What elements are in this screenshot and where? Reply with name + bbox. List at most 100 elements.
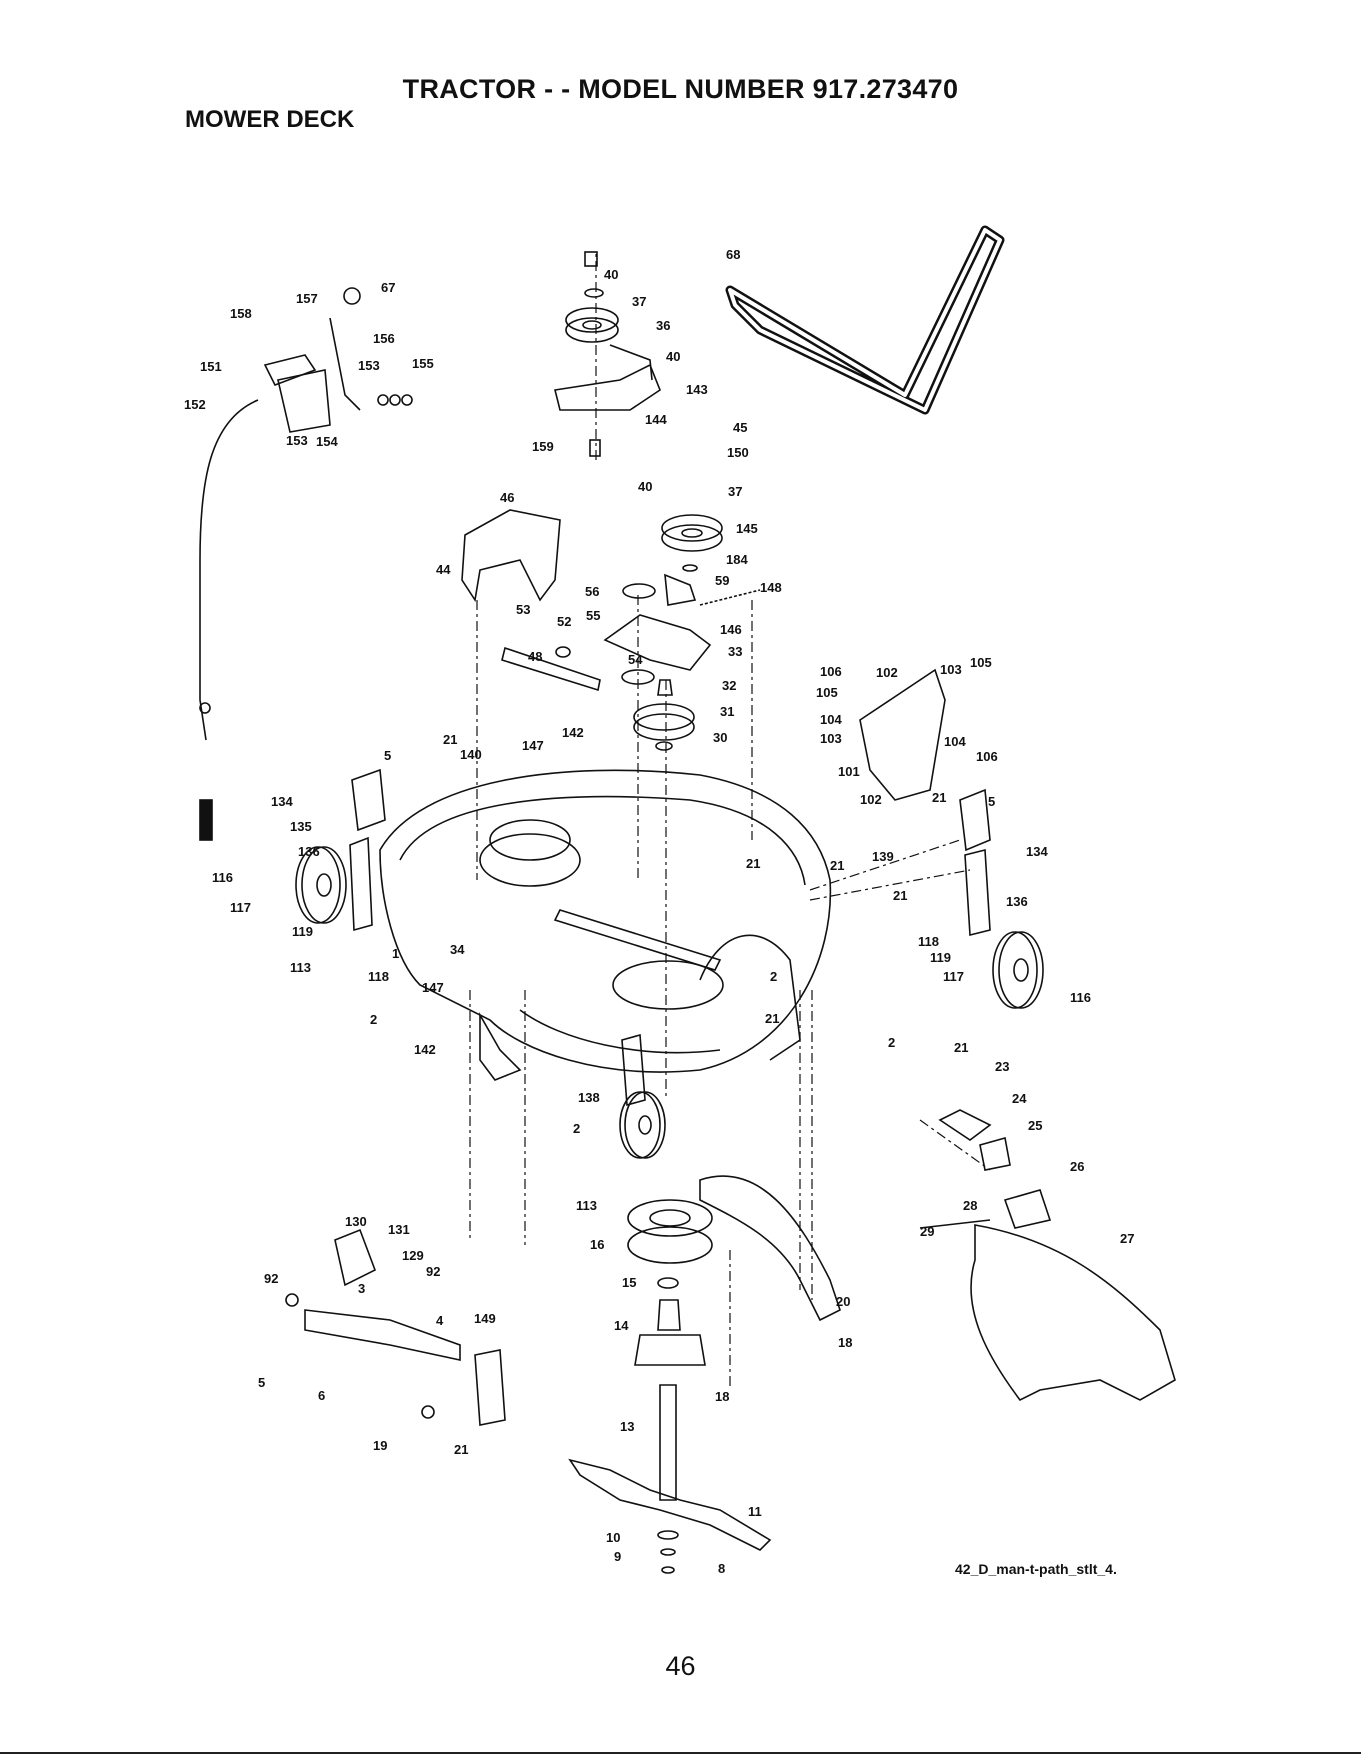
callout-label: 113 xyxy=(290,960,311,975)
callout-label: 140 xyxy=(460,747,482,762)
callout-label: 136 xyxy=(298,844,320,859)
blade-hardware xyxy=(657,1530,679,1574)
figure-reference-code: 42_D_man-t-path_stlt_4. xyxy=(955,1561,1117,1577)
stabilizer-bracket-part xyxy=(501,646,601,692)
callout-label: 117 xyxy=(230,900,251,915)
callout-label: 29 xyxy=(920,1224,934,1239)
callout-label: 116 xyxy=(212,870,233,885)
callout-label: 104 xyxy=(944,734,966,749)
belt-guard-left-part xyxy=(461,509,561,603)
callout-label: 5 xyxy=(384,748,391,763)
callout-label: 117 xyxy=(943,969,964,984)
callout-label: 13 xyxy=(620,1419,634,1434)
callout-label: 33 xyxy=(728,644,742,659)
callout-label: 184 xyxy=(726,552,748,567)
callout-label: 46 xyxy=(500,490,514,505)
callout-label: 15 xyxy=(622,1275,636,1290)
callout-label: 101 xyxy=(838,764,860,779)
callout-label: 2 xyxy=(888,1035,895,1050)
callout-label: 21 xyxy=(893,888,907,903)
callout-label: 92 xyxy=(264,1271,278,1286)
callout-label: 16 xyxy=(590,1237,604,1252)
lift-handle-linkage xyxy=(199,287,413,841)
callout-label: 21 xyxy=(443,732,457,747)
callout-label: 3 xyxy=(358,1281,365,1296)
callout-label: 40 xyxy=(666,349,680,364)
callout-label: 67 xyxy=(381,280,395,295)
callout-label: 40 xyxy=(638,479,652,494)
callout-label: 18 xyxy=(715,1389,729,1404)
callout-label: 14 xyxy=(614,1318,629,1333)
callout-label: 21 xyxy=(765,1011,779,1026)
callout-label: 104 xyxy=(820,712,842,727)
callout-label: 53 xyxy=(516,602,530,617)
callout-label: 145 xyxy=(736,521,758,536)
callout-label: 21 xyxy=(454,1442,468,1457)
callout-label: 129 xyxy=(402,1248,424,1263)
callout-label: 8 xyxy=(718,1561,725,1576)
callout-label: 5 xyxy=(988,794,995,809)
callout-label: 119 xyxy=(292,924,313,939)
callout-label: 21 xyxy=(932,790,946,805)
callout-label: 135 xyxy=(290,819,312,834)
callout-label: 103 xyxy=(820,731,842,746)
deck-spindle-pulley xyxy=(633,679,695,751)
callout-label: 26 xyxy=(1070,1159,1084,1174)
callout-label: 55 xyxy=(586,608,600,623)
callout-label: 102 xyxy=(860,792,882,807)
callout-label: 92 xyxy=(426,1264,440,1279)
callout-label: 119 xyxy=(930,950,951,965)
callout-label: 2 xyxy=(370,1012,377,1027)
drive-belt-part xyxy=(725,225,1005,415)
callout-label: 37 xyxy=(632,294,646,309)
callout-label: 134 xyxy=(1026,844,1048,859)
callout-label: 153 xyxy=(286,433,308,448)
callout-label: 23 xyxy=(995,1059,1009,1074)
section-title: MOWER DECK xyxy=(185,106,355,133)
callout-label: 156 xyxy=(373,331,395,346)
callout-label: 2 xyxy=(573,1121,580,1136)
callout-label: 142 xyxy=(562,725,584,740)
callout-label: 21 xyxy=(746,856,760,871)
gauge-wheel-left xyxy=(295,768,386,932)
callout-label: 9 xyxy=(614,1549,621,1564)
callout-label: 10 xyxy=(606,1530,620,1545)
callout-label: 28 xyxy=(963,1198,977,1213)
callout-label: 148 xyxy=(760,580,782,595)
callout-label: 106 xyxy=(976,749,998,764)
bottom-rule xyxy=(0,1752,1361,1754)
callout-label: 24 xyxy=(1012,1091,1027,1106)
callout-label: 103 xyxy=(940,662,962,677)
callout-label: 32 xyxy=(722,678,736,693)
gauge-wheel-right xyxy=(959,788,1044,1009)
callout-label: 68 xyxy=(726,247,740,262)
callout-label: 1 xyxy=(392,946,399,961)
belt-guard-right-part xyxy=(859,668,946,801)
callout-label: 40 xyxy=(604,267,618,282)
page-number: 46 xyxy=(665,1651,696,1681)
callout-label: 158 xyxy=(230,306,252,321)
callout-label: 25 xyxy=(1028,1118,1042,1133)
callout-label: 21 xyxy=(954,1040,968,1055)
idler-bracket-assembly xyxy=(603,514,761,685)
callout-label: 19 xyxy=(373,1438,387,1453)
callout-label: 139 xyxy=(872,849,894,864)
callout-label: 118 xyxy=(918,934,939,949)
callout-label: 48 xyxy=(528,649,542,664)
callout-label: 54 xyxy=(628,652,643,667)
callout-label: 56 xyxy=(585,584,599,599)
callout-labels: 40 37 36 40 143 144 159 68 67 157 158 15… xyxy=(184,247,1134,1576)
callout-label: 105 xyxy=(816,685,838,700)
belt-keeper-part xyxy=(699,1175,841,1322)
callout-label: 59 xyxy=(715,573,729,588)
front-gauge-wheel xyxy=(619,1033,666,1159)
callout-label: 149 xyxy=(474,1311,496,1326)
callout-label: 130 xyxy=(345,1214,367,1229)
callout-label: 21 xyxy=(830,858,844,873)
page-title: TRACTOR - - MODEL NUMBER 917.273470 xyxy=(402,74,959,104)
discharge-chute-deflector xyxy=(919,1109,1176,1402)
callout-label: 150 xyxy=(727,445,749,460)
blade-spindle-assembly xyxy=(627,1199,713,1501)
mower-blade-part xyxy=(568,1458,772,1551)
